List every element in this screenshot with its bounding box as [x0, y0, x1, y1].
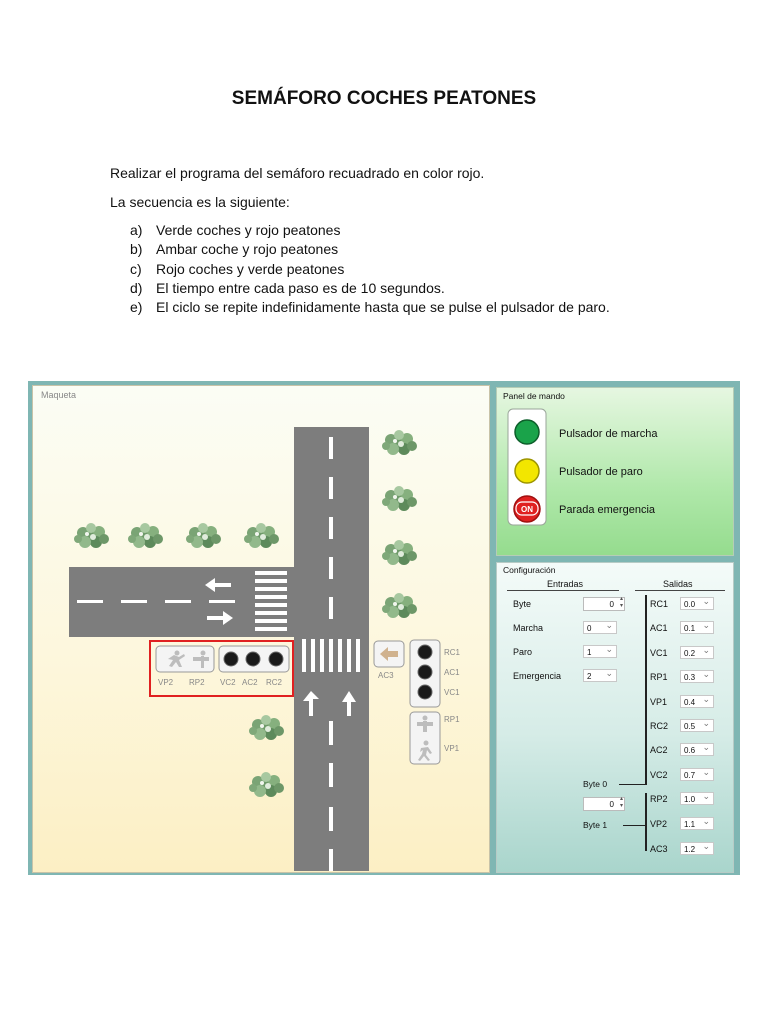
label-ac1: AC1 — [444, 668, 460, 677]
sequence-list: a)Verde coches y rojo peatones b)Ambar c… — [130, 221, 610, 317]
intro-text: Realizar el programa del semáforo recuad… — [110, 165, 485, 181]
output-vc1-select[interactable]: 0.2 — [680, 644, 714, 659]
highlight-box — [149, 640, 294, 697]
control-panel: Panel de mando ON Pulsador de marcha Pul… — [496, 387, 734, 556]
output-vp2-select[interactable]: 1.1 — [680, 815, 714, 830]
output-rc2-label: RC2 — [650, 721, 669, 731]
stop-label: Pulsador de paro — [559, 466, 643, 478]
label-rp1: RP1 — [444, 715, 460, 724]
output-rp2-select[interactable]: 1.0 — [680, 790, 714, 805]
outputs-header: Salidas — [663, 579, 693, 589]
simulator-screenshot: Maqueta — [28, 381, 740, 875]
emergency-badge: ON — [521, 505, 533, 514]
button-column: ON — [507, 408, 547, 526]
configuration-panel: Configuración Entradas Salidas Byte 0 Ma… — [496, 562, 734, 873]
output-vp1-select[interactable]: 0.4 — [680, 693, 714, 708]
output-vp2-label: VP2 — [650, 819, 668, 829]
output-vc2-select[interactable]: 0.7 — [680, 766, 714, 781]
label-vc2: VC2 — [220, 678, 236, 687]
list-item: a)Verde coches y rojo peatones — [130, 222, 341, 238]
output-rc2-select[interactable]: 0.5 — [680, 717, 714, 732]
light-ac1 — [417, 664, 433, 680]
input-paro-label: Paro — [513, 647, 533, 657]
list-item: d)El tiempo entre cada paso es de 10 seg… — [130, 279, 445, 296]
input-marcha-label: Marcha — [513, 623, 544, 633]
label-rc2: RC2 — [266, 678, 283, 687]
byte1-label: Byte 1 — [583, 820, 608, 830]
output-rc1-label: RC1 — [650, 599, 669, 609]
input-emergencia-label: Emergencia — [513, 671, 562, 681]
input-marcha-select[interactable]: 0 — [583, 619, 617, 634]
input-paro-select[interactable]: 1 — [583, 643, 617, 658]
output-ac2-label: AC2 — [650, 745, 668, 755]
output-rp1-select[interactable]: 0.3 — [680, 668, 714, 683]
output-ac1-select[interactable]: 0.1 — [680, 619, 714, 634]
input-byte-spinner[interactable]: 0 — [583, 596, 625, 611]
output-rp1-label: RP1 — [650, 672, 668, 682]
inputs-header: Entradas — [547, 579, 584, 589]
byte1-spinner[interactable]: 0 — [583, 796, 625, 811]
output-ac3-label: AC3 — [650, 844, 668, 854]
page-title: SEMÁFORO COCHES PEATONES — [231, 88, 537, 109]
panel-title: Panel de mando — [503, 391, 565, 401]
label-vp1: VP1 — [444, 744, 460, 753]
output-vc2-label: VC2 — [650, 770, 668, 780]
label-ac3: AC3 — [378, 671, 394, 680]
output-vp1-label: VP1 — [650, 697, 668, 707]
output-ac1-label: AC1 — [650, 623, 668, 633]
input-emergencia-select[interactable]: 2 — [583, 667, 617, 682]
byte0-label: Byte 0 — [583, 779, 608, 789]
config-title: Configuración — [503, 565, 556, 575]
output-ac2-select[interactable]: 0.6 — [680, 741, 714, 756]
crosswalk-left — [255, 571, 287, 631]
output-ac3-select[interactable]: 1.2 — [680, 840, 714, 855]
intersection-scene — [69, 427, 441, 871]
light-vc1 — [417, 684, 433, 700]
maqueta-panel: Maqueta — [32, 385, 490, 873]
lane-arrows-bottom — [303, 691, 356, 716]
stop-button[interactable] — [514, 458, 540, 484]
list-item: e)El ciclo se repite indefinidamente has… — [130, 299, 610, 316]
light-ac2 — [245, 651, 261, 667]
output-vc1-label: VC1 — [650, 648, 668, 658]
light-rc1 — [417, 644, 433, 660]
light-rc2 — [268, 651, 284, 667]
emergency-label: Parada emergencia — [559, 504, 656, 516]
label-vp2: VP2 — [158, 678, 174, 687]
crosswalk-bottom — [302, 639, 360, 672]
light-vc2 — [223, 651, 239, 667]
input-byte-label: Byte — [513, 599, 532, 609]
label-rp2: RP2 — [189, 678, 205, 687]
label-vc1: VC1 — [444, 688, 460, 697]
list-item: c)Rojo coches y verde peatones — [130, 260, 345, 277]
list-item: b)Ambar coche y rojo peatones — [130, 241, 339, 258]
label-ac2: AC2 — [242, 678, 258, 687]
label-rc1: RC1 — [444, 648, 461, 657]
maqueta-label: Maqueta — [41, 390, 77, 400]
sequence-intro: La secuencia es la siguiente: — [110, 194, 290, 210]
start-button[interactable] — [514, 419, 540, 445]
lane-arrows-left — [205, 578, 233, 625]
start-label: Pulsador de marcha — [559, 428, 658, 440]
output-rp2-label: RP2 — [650, 794, 668, 804]
output-rc1-select[interactable]: 0.0 — [680, 595, 714, 610]
